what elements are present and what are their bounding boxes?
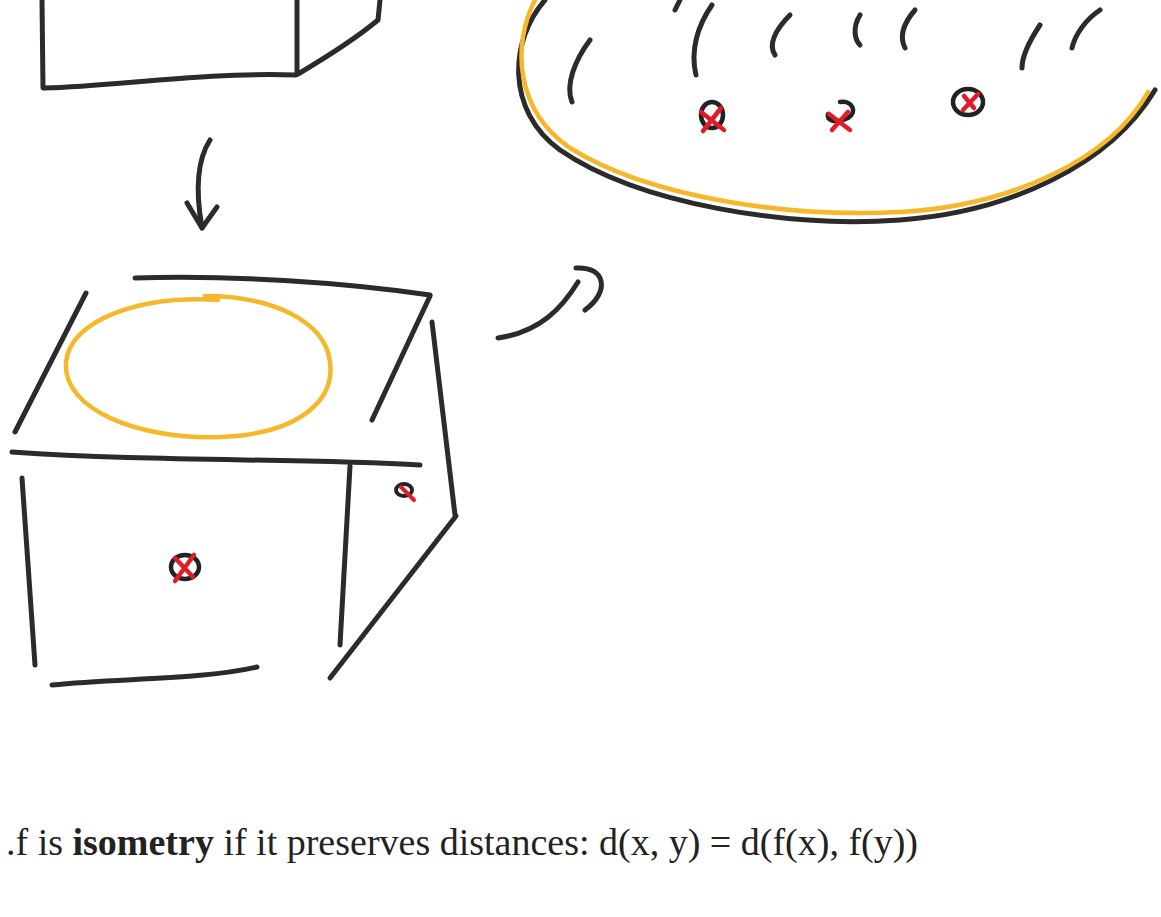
list-marker: . <box>6 821 16 863</box>
definition-line: .f isisometryif it preserves distances: … <box>6 820 918 864</box>
definition-text: f is <box>16 821 64 863</box>
definition-text: if it preserves distances: d(x, y) = d(f… <box>223 821 918 863</box>
bold-term: isometry <box>73 821 214 863</box>
